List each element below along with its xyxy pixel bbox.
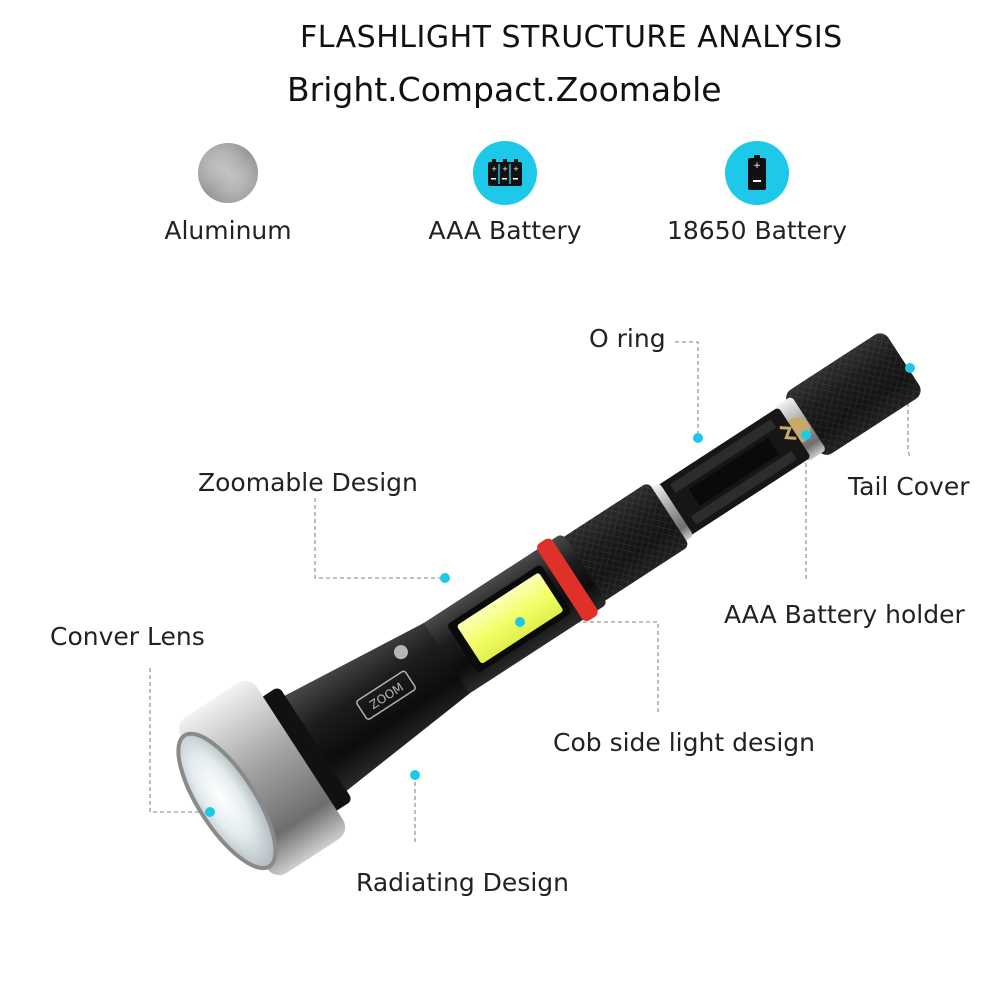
aaa-battery-holder [658, 408, 810, 535]
bezel [176, 680, 346, 876]
feature-label: Aluminum [164, 216, 292, 245]
page-title: FLASHLIGHT STRUCTURE ANALYSIS [300, 20, 843, 55]
callout-cob-side-light: Cob side light design [553, 728, 816, 757]
callout-tail-cover: Tail Cover [848, 472, 970, 501]
svg-text:+: + [753, 161, 761, 171]
zoom-head: ZOOM [260, 623, 470, 811]
feature-aaa-battery: + + + AAA Battery [420, 140, 590, 245]
callout-radiating-design: Radiating Design [356, 868, 570, 897]
callout-zoomable-design: Zoomable Design [198, 468, 418, 497]
callout-aaa-battery-holder: AAA Battery holder [724, 600, 965, 629]
aluminum-disc-icon [195, 140, 261, 206]
feature-aluminum: Aluminum [158, 140, 298, 245]
o-ring [649, 484, 692, 542]
callout-o-ring: O ring [589, 324, 666, 353]
cob-side-light [448, 565, 571, 673]
svg-text:+: + [502, 165, 508, 173]
knurled-grip [562, 484, 688, 601]
feature-label: 18650 Battery [666, 216, 847, 245]
callout-conver-lens: Conver Lens [50, 622, 205, 651]
svg-text:+: + [513, 165, 519, 173]
18650-battery-icon: + [724, 140, 790, 206]
callout-dots [205, 363, 915, 817]
feature-label: AAA Battery [428, 216, 582, 245]
red-ring [537, 538, 598, 621]
svg-text:+: + [491, 165, 497, 173]
tail-cover [774, 333, 921, 461]
aaa-battery-icon: + + + [472, 140, 538, 206]
page-subtitle: Bright.Compact.Zoomable [287, 70, 722, 109]
feature-18650-battery: + 18650 Battery [662, 140, 852, 245]
